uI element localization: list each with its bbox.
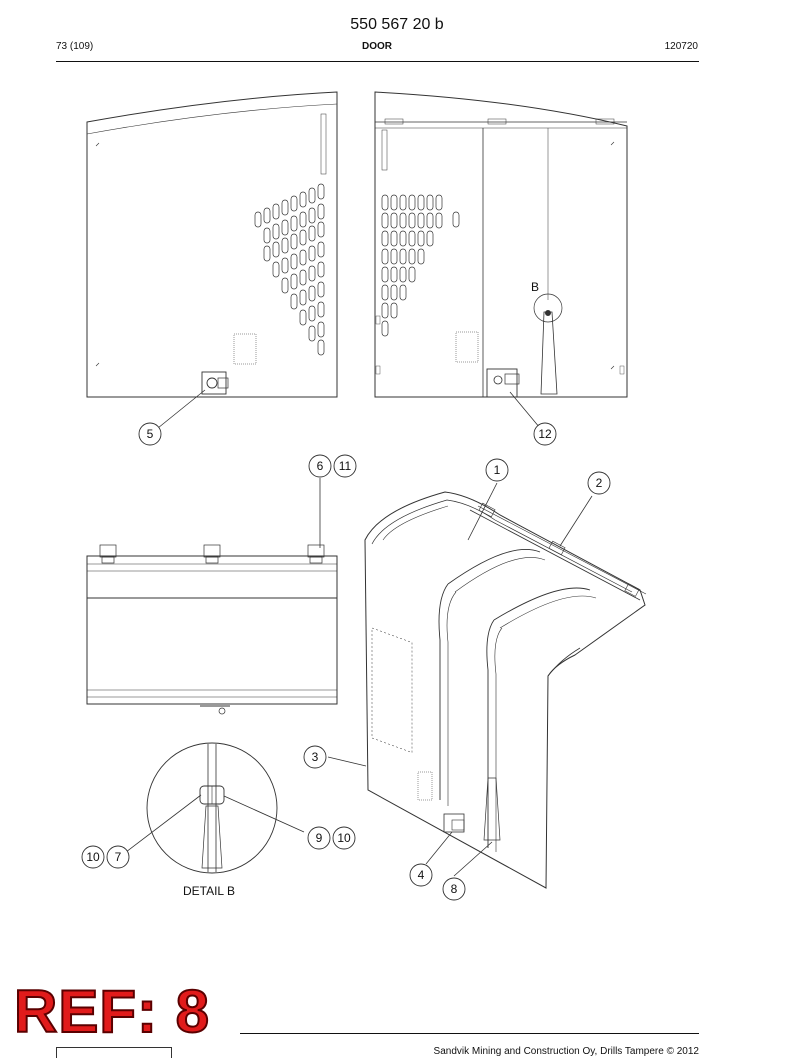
callout-4: 4 [418, 868, 425, 882]
door-top-view [86, 478, 338, 715]
callout-markers [81, 422, 611, 901]
callout-10-right: 10 [337, 831, 351, 845]
reference-stamp: REF: 8 [13, 978, 211, 1045]
callout-12: 12 [538, 427, 552, 441]
footer-copyright: Sandvik Mining and Construction Oy, Dril… [433, 1046, 699, 1057]
callout-8: 8 [451, 882, 458, 896]
section-title: DOOR [362, 41, 392, 52]
detail-marker-b: B [531, 280, 539, 294]
header-divider [56, 61, 699, 62]
detail-b-caption: DETAIL B [183, 884, 235, 898]
callout-2: 2 [596, 476, 603, 490]
callout-10-left: 10 [86, 850, 100, 864]
detail-b-view [125, 742, 305, 874]
callout-6: 6 [317, 459, 324, 473]
document-code: 120720 [664, 41, 698, 52]
document-number: 550 567 20 b [350, 16, 444, 33]
page-number: 73 (109) [56, 41, 94, 52]
callout-11: 11 [339, 459, 352, 473]
footer-divider [240, 1033, 699, 1034]
door-rear-view [374, 91, 628, 429]
callout-3: 3 [312, 750, 319, 764]
door-front-view [86, 91, 338, 429]
callout-7: 7 [115, 850, 122, 864]
callout-9: 9 [316, 831, 323, 845]
callout-5: 5 [147, 427, 154, 441]
door-isometric-view [327, 482, 647, 889]
callout-1: 1 [494, 463, 501, 477]
